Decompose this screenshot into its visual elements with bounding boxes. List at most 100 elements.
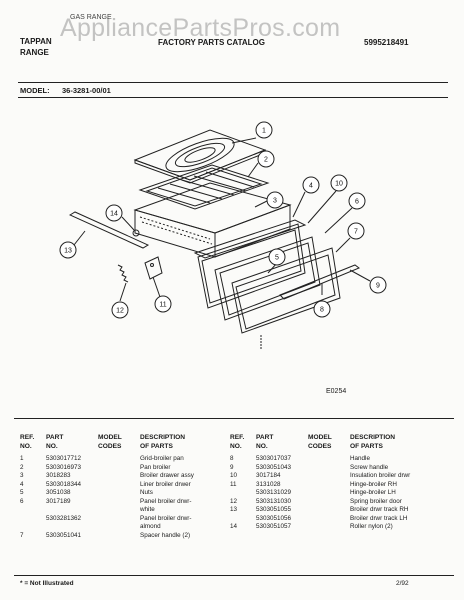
cell-ref: 10 <box>230 472 238 479</box>
cell-ref <box>18 515 44 524</box>
cell-ref <box>18 523 44 532</box>
col-part: PART <box>46 434 64 441</box>
cell-ref: 1 <box>20 455 24 462</box>
cell-part: 5303051043 <box>256 463 292 471</box>
cell-ref: 2 <box>20 463 24 471</box>
callout-12: 12 <box>111 282 129 319</box>
callout-10: 10 <box>307 174 348 224</box>
cell-model <box>306 455 348 464</box>
broiler-drawer-track <box>68 211 150 249</box>
diagram-code: E0254 <box>326 388 347 395</box>
cell-model <box>96 489 138 498</box>
callout-5: 5 <box>267 248 286 274</box>
cell-part: 5303051055 <box>256 506 292 513</box>
cell-model <box>306 515 348 524</box>
cell-ref <box>228 489 254 498</box>
revision-date: 2/92 <box>396 580 409 587</box>
cell-desc: Broiler drwr track RH <box>350 506 409 513</box>
cell-ref <box>18 506 44 515</box>
callout-1-label: 1 <box>262 128 266 135</box>
callout-12-label: 12 <box>116 308 124 315</box>
col-desc: DESCRIPTION <box>140 434 186 441</box>
cell-model <box>306 464 348 473</box>
cell-model <box>96 515 138 524</box>
col-desc-r: DESCRIPTION <box>350 434 396 441</box>
cell-part: 5303051057 <box>256 523 292 530</box>
callout-13: 13 <box>59 230 86 259</box>
cell-model <box>306 506 348 515</box>
cell-part: 3051038 <box>46 489 71 496</box>
cell-part: 5303131030 <box>256 497 292 505</box>
catalog-number: 5995218491 <box>364 38 409 47</box>
callout-9-label: 9 <box>376 283 380 290</box>
callout-4: 4 <box>292 176 320 218</box>
col-model-2: CODES <box>98 442 122 450</box>
broiler-door-panels <box>193 219 341 334</box>
cell-desc: Grid-broiler pan <box>140 455 184 462</box>
cell-ref: 5 <box>20 489 24 496</box>
cell-desc: Insulation broiler drwr <box>350 472 411 479</box>
cell-part: 5303017037 <box>256 455 292 462</box>
small-title: GAS RANGE <box>70 14 112 21</box>
cell-model <box>306 489 348 498</box>
cell-model <box>96 481 138 490</box>
grid-broiler-pan <box>133 129 267 184</box>
exploded-diagram: 1 2 3 4 10 6 7 9 8 5 14 13 11 12 <box>59 121 387 349</box>
col-model-r-2: CODES <box>308 442 332 450</box>
hinge-broiler <box>144 256 163 280</box>
cell-ref: 9 <box>230 463 234 471</box>
cell-desc: Broiler drwr track LH <box>350 514 408 522</box>
cell-model <box>306 523 348 532</box>
cell-model <box>96 532 138 541</box>
cell-part: 3131028 <box>256 480 281 488</box>
cell-part: 3018283 <box>46 472 71 479</box>
callout-2-label: 2 <box>264 157 268 164</box>
top-rule <box>18 82 448 83</box>
table-row: almond <box>18 523 224 532</box>
callout-5-label: 5 <box>275 255 279 262</box>
cell-part: 5303281362 <box>46 514 82 522</box>
callout-6: 6 <box>324 192 366 234</box>
cell-desc: Panel broiler drwr- <box>140 514 192 522</box>
table-row: white <box>18 506 224 515</box>
cell-desc: Roller nylon (2) <box>350 523 393 530</box>
col-part-2: NO. <box>46 442 58 450</box>
callout-3-label: 3 <box>273 198 277 205</box>
col-model: MODEL <box>98 434 122 441</box>
callout-6-label: 6 <box>355 199 359 206</box>
callout-4-label: 4 <box>309 183 313 190</box>
cell-part: 3017189 <box>46 497 71 505</box>
cell-ref: 11 <box>230 480 237 488</box>
cell-model <box>96 464 138 473</box>
cell-ref: 7 <box>20 531 24 539</box>
callout-1: 1 <box>231 121 273 144</box>
callout-10-label: 10 <box>335 181 343 188</box>
callout-8: 8 <box>313 283 331 318</box>
cell-part: 5303016973 <box>46 463 82 471</box>
col-desc-2: OF PARTS <box>140 442 173 450</box>
watermark: AppliancePartsPros.com <box>60 14 341 42</box>
table-row: 5303281362 Panel broiler drwr- <box>18 515 224 524</box>
cell-model <box>96 523 138 532</box>
callout-11-label: 11 <box>159 302 166 309</box>
cell-part: 5303131029 <box>256 489 292 496</box>
table-top-rule <box>14 418 454 419</box>
cell-part: 5303018344 <box>46 480 82 488</box>
cell-desc: Handle <box>350 455 370 462</box>
cell-model <box>96 498 138 507</box>
